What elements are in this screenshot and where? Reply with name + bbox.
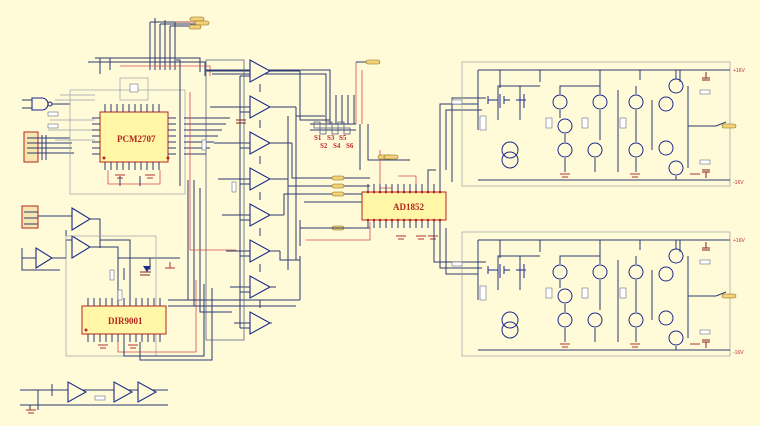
switch-block: S1 S3 S5 S2 S4 S6 [310,59,410,189]
switch-s3[interactable]: S3 [327,134,335,142]
switch-s5[interactable]: S5 [339,134,347,142]
upper-pos-rail: +16V [733,68,745,74]
pcm2707-label: PCM2707 [117,134,156,144]
lower-neg-rail: -16V [733,350,744,356]
dir9001-label: DIR9001 [108,316,143,326]
ad1852-chip: AD1852 [361,154,447,240]
usb-bus-wires [48,16,211,141]
dac-output-wires [433,97,486,275]
buffer-ladder [205,59,330,341]
passive-components [47,99,463,301]
switch-s2[interactable]: S2 [320,142,328,150]
switch-s4[interactable]: S4 [333,142,341,150]
upper-neg-rail: -16V [733,180,744,186]
output-stage-upper [461,61,737,187]
spdif-input-jack [21,205,72,229]
output-stage-lower [461,231,737,357]
dac-input-wires [287,116,371,300]
switch-s1[interactable]: S1 [314,134,322,142]
pcm2707-chip: PCM2707 [69,77,186,195]
bottom-buffers [20,381,168,414]
switch-s6[interactable]: S6 [346,142,354,150]
lower-pos-rail: +16V [733,238,745,244]
logic-gate [22,97,70,111]
dir9001-chip: DIR9001 [65,235,213,361]
ad1852-label: AD1852 [393,202,424,212]
usb-connector [23,131,74,163]
